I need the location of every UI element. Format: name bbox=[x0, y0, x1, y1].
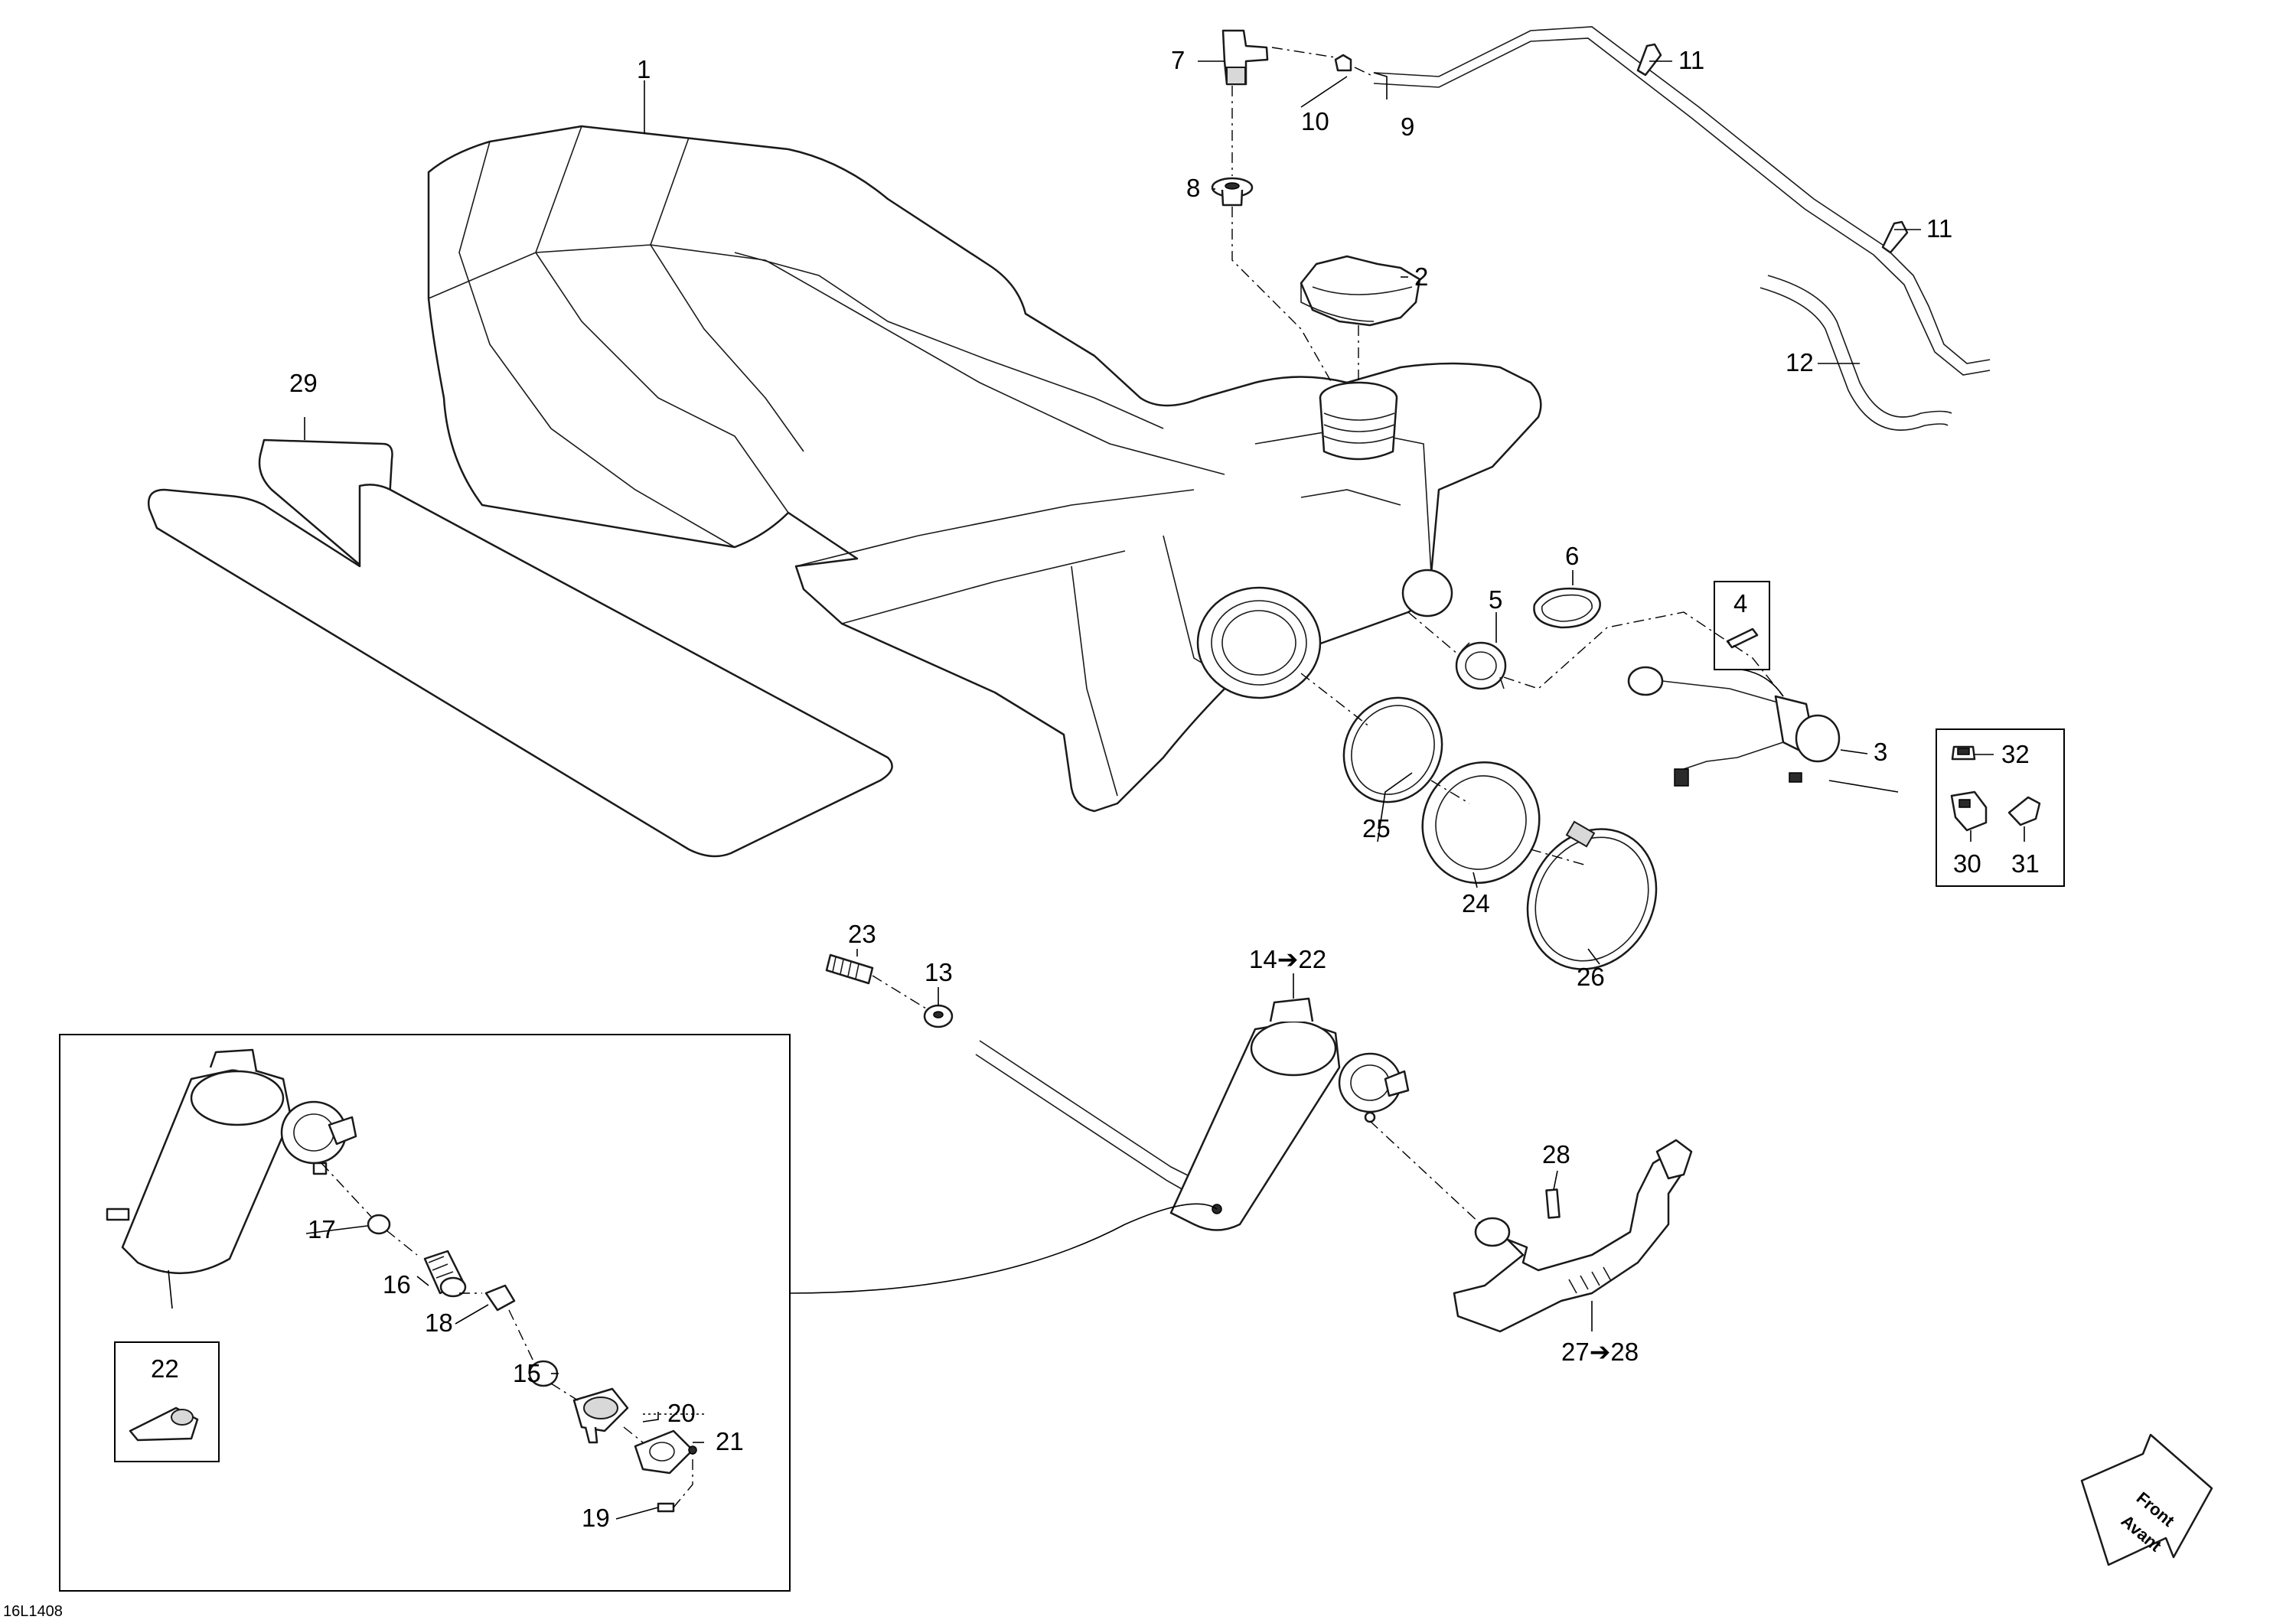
callout-14: 14➔22 bbox=[1249, 945, 1326, 973]
callout-25: 25 bbox=[1362, 814, 1391, 842]
drawing-reference: 16L1408 bbox=[3, 1603, 63, 1620]
front-arrow: Front Avant bbox=[2080, 1433, 2213, 1566]
callout-13: 13 bbox=[925, 958, 953, 986]
part-13-grommet bbox=[923, 1004, 954, 1028]
callout-15: 15 bbox=[513, 1359, 541, 1387]
callout-28: 28 bbox=[1542, 1140, 1570, 1168]
callout-4: 4 bbox=[1733, 589, 1747, 618]
part-6-gasket bbox=[1533, 588, 1601, 629]
callout-27: 27➔28 bbox=[1561, 1338, 1639, 1366]
callout-11-top: 11 bbox=[1678, 46, 1704, 74]
part-12-hose bbox=[1760, 275, 1952, 431]
part-20-regulator bbox=[572, 1387, 629, 1444]
part-10-fitting bbox=[1334, 54, 1352, 72]
part-28-clip bbox=[1545, 1188, 1561, 1219]
part-29-foam-pads bbox=[147, 438, 893, 858]
callout-2: 2 bbox=[1414, 262, 1428, 291]
part-8-grommet bbox=[1211, 177, 1254, 207]
part-32-nut bbox=[1951, 745, 1976, 761]
part-1-fuel-tank bbox=[427, 125, 1542, 813]
part-27-fuel-hose bbox=[1453, 1139, 1693, 1333]
part-19-screw bbox=[657, 1502, 675, 1513]
callout-9: 9 bbox=[1401, 112, 1414, 141]
part-31-clip bbox=[2007, 796, 2041, 826]
callout-3: 3 bbox=[1874, 738, 1887, 766]
callout-22: 22 bbox=[151, 1354, 179, 1383]
part-11-clip-top bbox=[1636, 43, 1662, 77]
callout-labels: 1 2 3 4 5 6 7 8 9 10 11 11 12 13 14➔22 1… bbox=[3, 46, 2040, 1620]
callout-1: 1 bbox=[637, 55, 651, 83]
part-14-fuel-pump-assembly bbox=[975, 997, 1410, 1231]
part-26-clamp-ring bbox=[1526, 820, 1658, 970]
assembly-lines bbox=[321, 47, 1784, 1508]
callout-30: 30 bbox=[1953, 849, 1981, 878]
callout-19: 19 bbox=[582, 1504, 610, 1532]
callout-23: 23 bbox=[848, 920, 876, 948]
part-11-clip-right bbox=[1881, 220, 1909, 254]
callout-26: 26 bbox=[1577, 963, 1605, 991]
callout-29: 29 bbox=[289, 369, 318, 397]
part-18-gasket bbox=[484, 1284, 516, 1312]
callout-32: 32 bbox=[2001, 740, 2030, 768]
callout-24: 24 bbox=[1462, 889, 1490, 917]
callout-17: 17 bbox=[308, 1215, 336, 1243]
part-23-fitting bbox=[825, 953, 874, 985]
leader-lines bbox=[168, 60, 2025, 1520]
part-25-o-ring bbox=[1342, 696, 1443, 803]
callout-16: 16 bbox=[383, 1270, 411, 1299]
part-22-box bbox=[114, 1341, 220, 1462]
part-7-check-valve bbox=[1221, 29, 1269, 86]
detail-pump-body bbox=[106, 1048, 357, 1274]
part-16-filter bbox=[423, 1250, 467, 1298]
part-9-vent-hose bbox=[1373, 26, 1991, 376]
callout-21: 21 bbox=[716, 1427, 744, 1455]
part-21-plate bbox=[634, 1429, 697, 1475]
callout-11-right: 11 bbox=[1926, 214, 1952, 243]
callout-7: 7 bbox=[1171, 46, 1185, 74]
callout-5: 5 bbox=[1489, 585, 1502, 614]
part-3-level-sensor bbox=[1627, 666, 1841, 787]
callout-31: 31 bbox=[2011, 849, 2040, 878]
part-2-fuel-cap bbox=[1300, 255, 1421, 327]
callout-18: 18 bbox=[425, 1309, 453, 1337]
pump-detail-box bbox=[59, 1034, 1218, 1592]
callout-10: 10 bbox=[1301, 107, 1329, 135]
callout-20: 20 bbox=[667, 1399, 696, 1427]
callout-8: 8 bbox=[1186, 174, 1200, 202]
part-5-bushing bbox=[1455, 641, 1507, 690]
part-30-31-32-box bbox=[1936, 728, 2065, 887]
part-17-o-ring bbox=[367, 1214, 391, 1235]
part-30-bracket bbox=[1950, 790, 1988, 832]
callout-6: 6 bbox=[1565, 542, 1579, 570]
callout-12: 12 bbox=[1786, 348, 1814, 376]
